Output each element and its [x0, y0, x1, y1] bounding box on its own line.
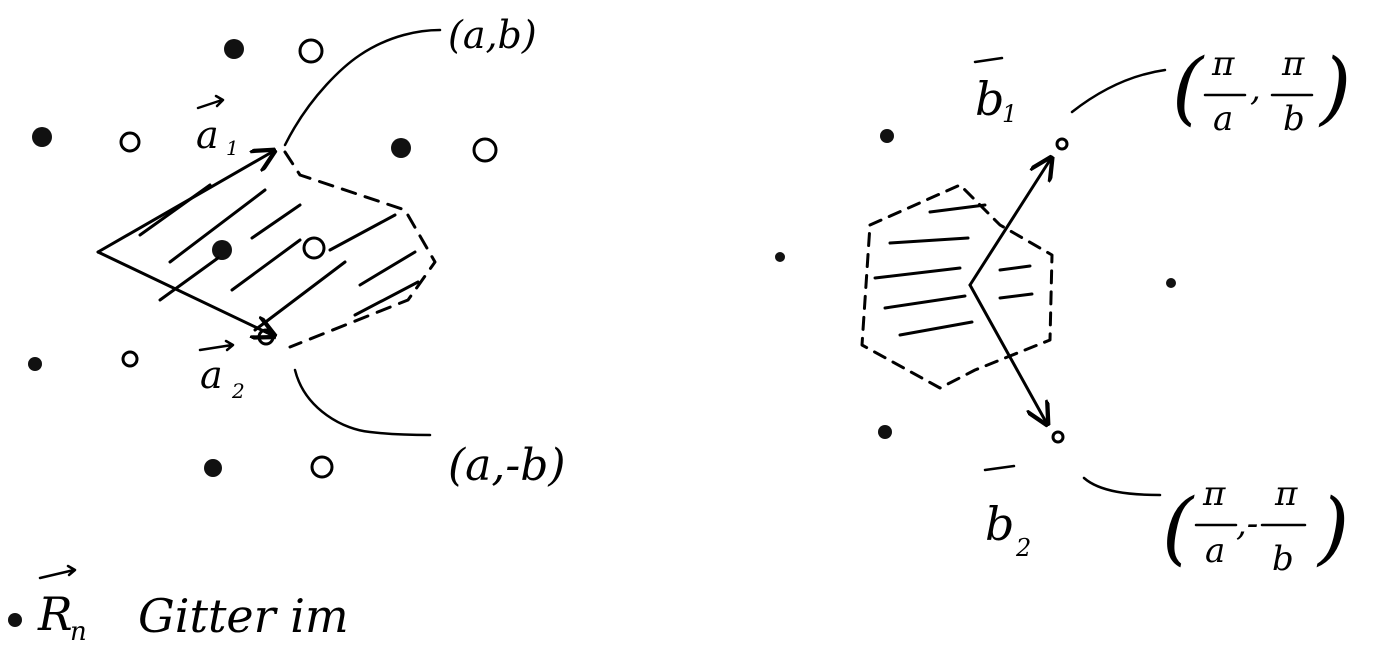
unit-cell-hatching: [138, 183, 420, 332]
vector-arrow-accent: [983, 464, 1016, 472]
lattice-point-filled: [212, 240, 232, 260]
vector-b1-arrow: [968, 160, 1050, 287]
vector-b2-label: b 2: [983, 464, 1031, 562]
reciprocal-point: [878, 425, 892, 439]
direct-lattice: a 1 a 2 (a,b) (a,-b): [28, 13, 566, 491]
fraction-numerator: π: [1281, 44, 1305, 84]
coord-close-paren: ): [1316, 481, 1349, 574]
vector-a2-label: a 2: [198, 339, 245, 403]
reciprocal-point: [1051, 430, 1065, 444]
reciprocal-point: [775, 252, 785, 262]
coord-separator: ,: [1250, 69, 1261, 109]
unit-cell-outline: [283, 150, 437, 349]
vector-arrow-accent: [973, 56, 1004, 64]
vector-b1-letter: b: [975, 72, 1004, 126]
coord-top-label: (a,b): [448, 13, 537, 57]
vector-a1-label: a 1: [196, 94, 239, 160]
vector-a2-subscript: 2: [231, 379, 245, 403]
coord-bottom-right: ( π a ,- π b ): [1162, 474, 1349, 579]
fraction-denominator: b: [1272, 539, 1294, 579]
fraction-denominator: a: [1213, 99, 1233, 139]
vector-b2-arrow: [968, 283, 1046, 422]
lattice-point-open: [310, 455, 334, 479]
leader-line-bottom-right: [1082, 476, 1162, 497]
coord-open-paren: (: [1162, 481, 1195, 574]
lattice-point-filled: [28, 357, 42, 371]
vector-arrow-accent: [198, 339, 235, 352]
reciprocal-point: [1166, 278, 1176, 288]
caption-vector-subscript: n: [70, 617, 87, 647]
vector-b1-subscript: 1: [1002, 100, 1017, 128]
vector-b2-subscript: 2: [1015, 534, 1031, 562]
leader-line-bottom: [293, 368, 432, 437]
caption-bullet: [8, 613, 22, 627]
vector-a2-arrow: [96, 250, 272, 335]
coord-separator: ,-: [1236, 504, 1258, 544]
lattice-point-open: [472, 137, 498, 163]
lattice-point-filled: [32, 127, 52, 147]
reciprocal-point: [1055, 137, 1069, 151]
caption-arrow-accent: [38, 564, 77, 580]
coord-top-right: ( π a , π b ): [1172, 41, 1351, 139]
leader-line-top: [283, 28, 442, 147]
vector-b1-label: b 1: [973, 56, 1017, 128]
vector-a1-letter: a: [196, 113, 219, 157]
fraction-numerator: π: [1211, 44, 1235, 84]
vector-a1-arrow: [96, 152, 272, 254]
brillouin-zone-hatching: [873, 203, 1034, 337]
coord-bottom-label: (a,-b): [448, 440, 566, 491]
fraction-numerator: π: [1274, 474, 1298, 514]
leader-line-top-right: [1070, 68, 1167, 114]
lattice-point-filled: [391, 138, 411, 158]
coord-open-paren: (: [1172, 41, 1205, 134]
caption-text: Gitter im: [138, 589, 349, 643]
lattice-point-filled: [224, 39, 244, 59]
fraction-denominator: a: [1205, 531, 1225, 571]
lattice-point-filled: [204, 459, 222, 477]
fraction-numerator: π: [1202, 474, 1226, 514]
coord-close-paren: ): [1318, 41, 1351, 134]
lattice-point-open: [298, 38, 324, 64]
vector-a1-subscript: 1: [226, 136, 239, 160]
vector-arrow-accent: [196, 94, 225, 110]
lattice-point-open: [119, 131, 141, 153]
caption: R n Gitter im: [8, 564, 349, 647]
vector-b2-letter: b: [985, 497, 1014, 551]
lattice-point-open: [302, 236, 326, 260]
vector-a2-letter: a: [200, 353, 223, 397]
brillouin-zone-outline: [860, 183, 1054, 390]
reciprocal-lattice: b 1 b 2 ( π a , π b ) ( π a ,-: [775, 41, 1351, 579]
fraction-denominator: b: [1283, 99, 1305, 139]
caption-vector-letter: R: [37, 587, 73, 641]
reciprocal-point: [880, 129, 894, 143]
lattice-point-open: [121, 350, 139, 368]
